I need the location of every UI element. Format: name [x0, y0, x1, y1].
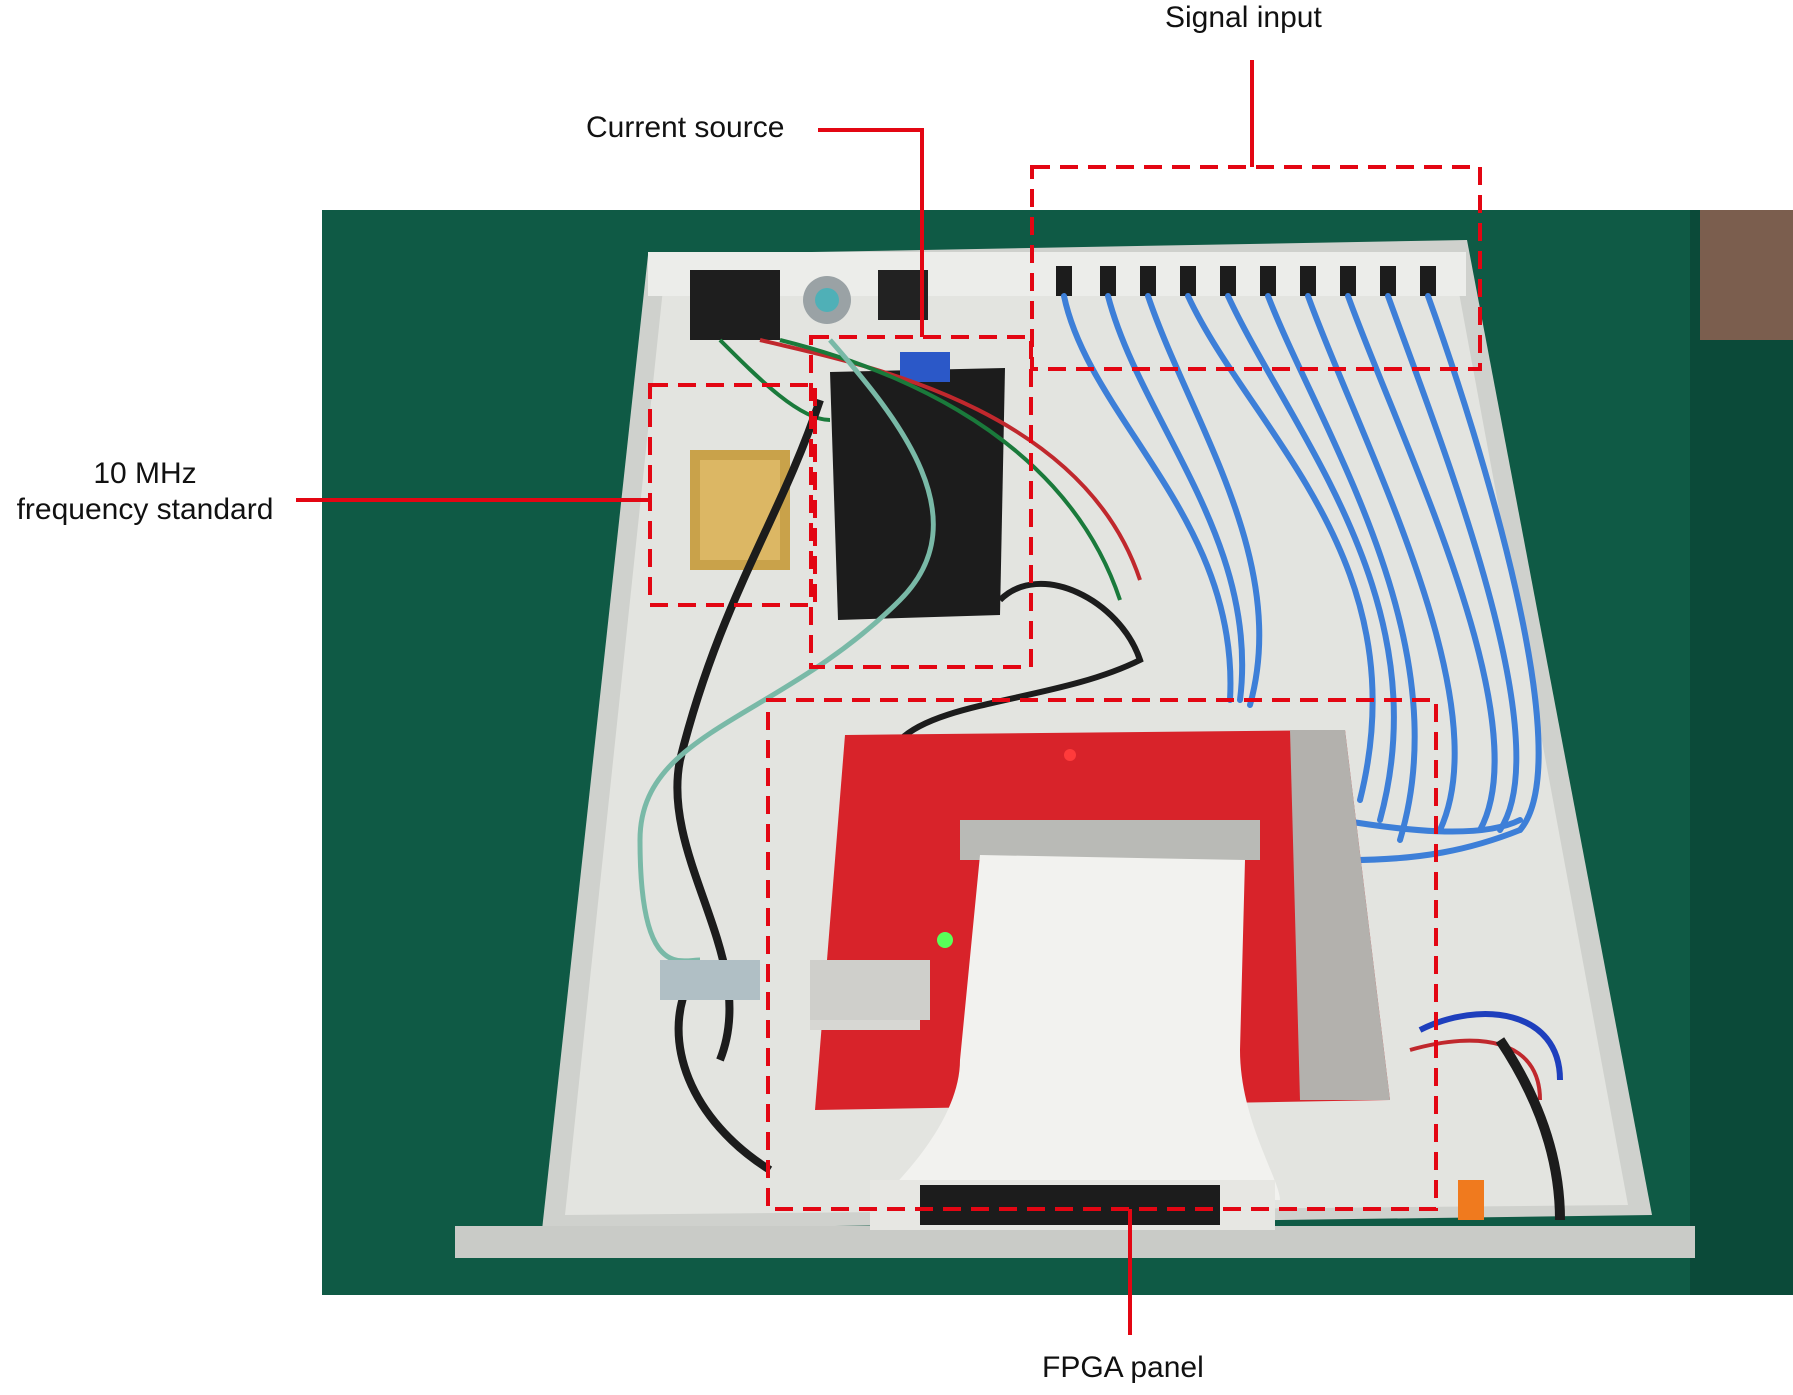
power-switch	[878, 270, 928, 320]
fan-row	[920, 1185, 1220, 1225]
sma-connector-row	[1056, 266, 1436, 296]
ethernet-ports	[810, 960, 930, 1020]
blue-signal-cables	[1061, 293, 1542, 863]
frequency-standard-label-line2: frequency standard	[16, 493, 274, 526]
status-led-green	[937, 932, 953, 948]
orange-connector	[1458, 1180, 1484, 1220]
current-source-leader	[818, 128, 924, 337]
fpga-heatsink-fins	[960, 820, 1260, 860]
table-corner-top-right	[1700, 210, 1793, 340]
current-source-box	[809, 335, 1033, 669]
reference-bnc-core	[815, 288, 839, 312]
frequency-standard-label: 10 MHz frequency standard	[0, 456, 290, 528]
annotation-boxes	[648, 165, 1482, 1211]
current-source-label: Current source	[586, 111, 785, 144]
status-led-red	[1064, 749, 1076, 761]
signal-input-label: Signal input	[1165, 1, 1322, 34]
frequency-standard-box	[648, 383, 817, 607]
frequency-standard-lid	[700, 460, 780, 560]
table-edge-right	[1690, 210, 1793, 1295]
power-inlet	[690, 270, 780, 340]
frequency-standard-label-line1: 10 MHz	[93, 457, 197, 490]
chassis-front-lip	[455, 1226, 1695, 1258]
adc-daughter-board	[1290, 730, 1390, 1100]
signal-input-box	[1030, 165, 1482, 371]
fpga-ribbon-cover	[880, 855, 1280, 1200]
current-source-module	[830, 368, 1005, 620]
annotation-leaders	[296, 60, 1254, 1335]
fpga-panel-label: FPGA panel	[1042, 1351, 1204, 1384]
fiber-module	[660, 960, 760, 1000]
teal-reference-cable	[637, 338, 936, 964]
current-source-terminals	[900, 352, 950, 382]
